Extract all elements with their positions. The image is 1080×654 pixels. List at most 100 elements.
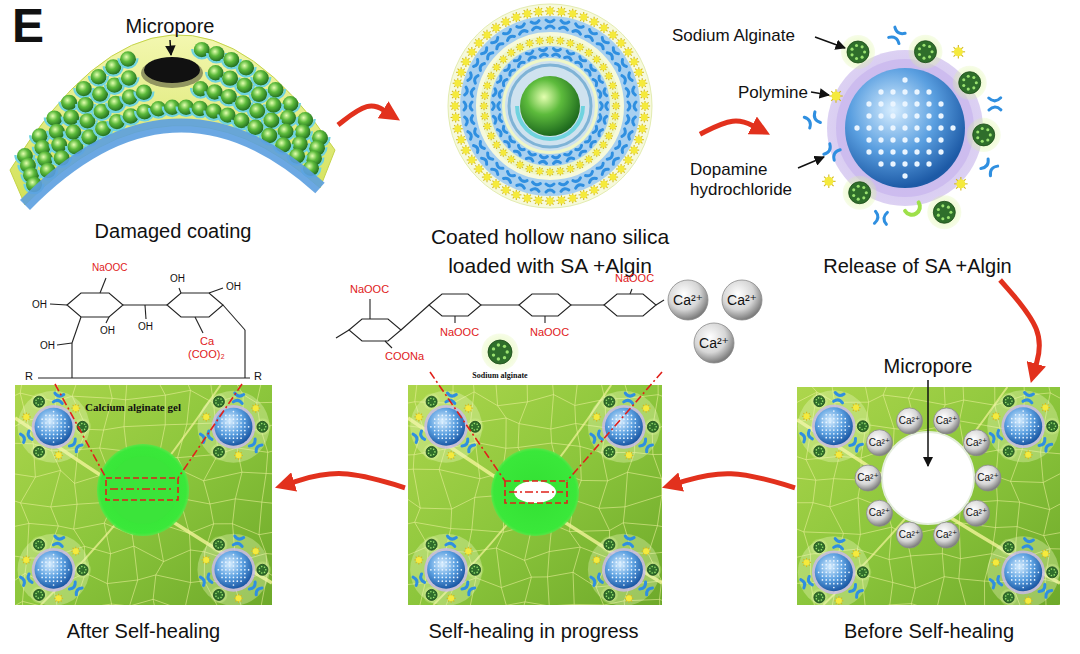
- pore: [49, 426, 51, 428]
- pore: [41, 430, 43, 432]
- particle-dot: [35, 545, 37, 547]
- polymine-symbol: [73, 405, 79, 411]
- pore: [244, 434, 246, 436]
- leaf-vein: [625, 495, 662, 507]
- dopamine-symbol: [874, 211, 887, 224]
- outer-coating: [448, 4, 652, 208]
- polymine-symbol: [482, 93, 488, 99]
- pore: [45, 558, 47, 560]
- pore: [236, 415, 238, 417]
- dopamine-symbol: [573, 178, 583, 188]
- pore: [53, 434, 55, 436]
- pore: [236, 577, 238, 579]
- pore: [41, 569, 43, 571]
- leaf-vein: [51, 507, 59, 526]
- dopamine-symbol: [593, 76, 602, 85]
- pore: [38, 569, 40, 571]
- leaf-vein: [420, 508, 451, 510]
- dopamine-symbol: [598, 115, 606, 123]
- particle-dot: [261, 423, 263, 425]
- leaf-vein: [266, 473, 272, 475]
- leaf-vein: [138, 575, 156, 580]
- pore: [902, 89, 907, 94]
- dopamine-symbol: [622, 73, 632, 83]
- leaf-vein: [552, 443, 580, 446]
- alginate-particle: [34, 589, 45, 600]
- pore: [64, 434, 66, 436]
- pore: [64, 422, 66, 424]
- dopamine-symbol: [497, 76, 506, 85]
- particle-dot: [42, 451, 44, 453]
- micropore-shadow: [141, 58, 203, 88]
- pore: [49, 558, 51, 560]
- leaf-vein: [413, 469, 439, 470]
- silica-shell: [106, 103, 125, 113]
- pore: [248, 426, 250, 428]
- dopamine-symbol: [586, 30, 597, 41]
- pore: [49, 573, 51, 575]
- polymine-symbol: [452, 91, 459, 98]
- pore: [914, 137, 919, 142]
- pore: [60, 415, 62, 417]
- dopamine-symbol: [553, 48, 561, 56]
- polymine-symbol: [23, 557, 29, 563]
- pore: [233, 577, 235, 579]
- particle-glow: [254, 561, 271, 578]
- particle-dot: [40, 541, 42, 543]
- hollow-silica: [214, 551, 252, 589]
- pore: [878, 125, 883, 130]
- pore: [248, 569, 250, 571]
- particle-dot: [79, 568, 81, 570]
- dopamine-symbol: [586, 172, 597, 183]
- pore: [236, 426, 238, 428]
- pore: [233, 437, 235, 439]
- dopamine-symbol: [573, 24, 583, 34]
- polymine-symbol: [601, 24, 608, 31]
- leaf-main-vein: [15, 418, 272, 583]
- polymine-symbol: [537, 38, 543, 44]
- dopamine-symbol: [546, 184, 554, 192]
- particle-glow: [908, 35, 942, 69]
- pore: [878, 161, 883, 166]
- leaf-vein: [184, 583, 190, 605]
- silica-shell: [235, 85, 254, 95]
- alginate-particle: [257, 564, 268, 575]
- dopamine-symbol: [493, 103, 500, 110]
- leaf-vein: [15, 393, 20, 403]
- particle-halo: [32, 548, 76, 592]
- leaf-vein: [58, 526, 73, 529]
- polymine-symbol: [832, 92, 841, 101]
- particle-glow: [31, 443, 48, 460]
- leader-line: [798, 157, 824, 168]
- pore: [236, 565, 238, 567]
- dopamine-symbol: [981, 159, 998, 176]
- pore: [236, 422, 238, 424]
- particle-dot: [215, 450, 217, 452]
- polymine-symbol: [475, 166, 482, 173]
- pore: [225, 422, 227, 424]
- silica-shell: [92, 111, 111, 121]
- pore: [866, 149, 871, 154]
- leaf-vein: [74, 523, 105, 529]
- polymine-symbol: [606, 73, 612, 79]
- leaf-vein: [106, 385, 113, 398]
- pore: [244, 426, 246, 428]
- dopamine-symbol: [565, 51, 574, 60]
- leaf-vein: [165, 424, 187, 426]
- particle-dot: [42, 594, 44, 596]
- dopamine-symbol: [598, 89, 606, 97]
- leaf-vein: [124, 400, 126, 427]
- particle-halo: [212, 548, 256, 592]
- polymine-symbol: [537, 168, 543, 174]
- dopamine-symbol: [560, 182, 569, 191]
- leaf-vein: [259, 502, 262, 535]
- leaf-vein: [408, 469, 413, 470]
- particle-dot: [81, 566, 83, 568]
- particle-dot: [986, 128, 989, 131]
- pore: [233, 426, 235, 428]
- leaf-vein: [153, 575, 156, 599]
- particle-dot: [38, 398, 40, 400]
- particle-glow: [843, 176, 877, 210]
- silica-shell: [118, 58, 137, 68]
